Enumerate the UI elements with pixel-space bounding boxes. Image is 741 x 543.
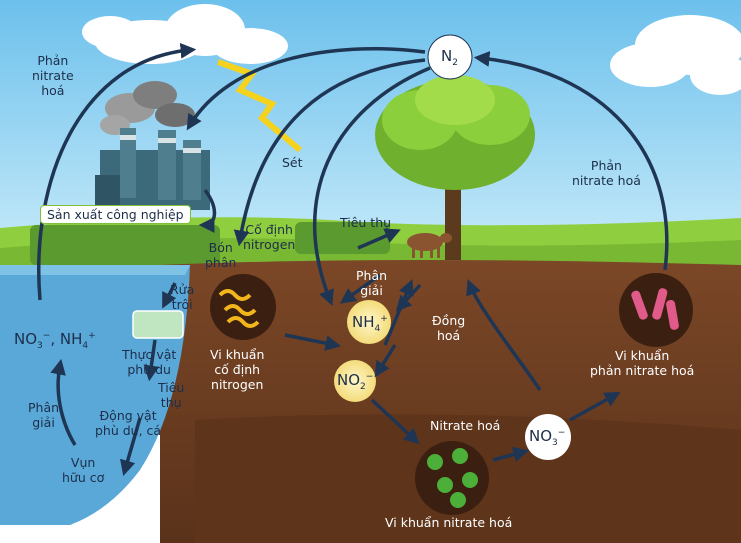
label-tieu-thu-top: Tiêu thụ xyxy=(340,215,392,230)
label-dong-hoa: Đồng hoá xyxy=(432,313,466,343)
formula-n2: N2 xyxy=(441,47,458,68)
label-co-dinh: Cố định nitrogen xyxy=(243,222,296,252)
formula-no3: NO3− xyxy=(529,427,566,448)
cloud-right-icon xyxy=(610,15,741,95)
label-tieu-thu-lake: Tiêu thụ xyxy=(158,380,185,410)
label-dong-vat: Động vật phù du, cá xyxy=(95,408,162,438)
label-phan-nitrate-left: Phản nitrate hoá xyxy=(32,53,74,98)
nitrogen-fixing-bacteria-icon xyxy=(210,274,276,340)
label-phan-giai-mid: Phân giải xyxy=(356,268,388,298)
n2-circle xyxy=(427,34,473,80)
smoke-icon xyxy=(100,81,195,135)
no3-circle xyxy=(525,414,571,460)
tree-icon xyxy=(375,75,535,260)
label-nitrate-hoa: Nitrate hoá xyxy=(430,418,501,433)
crops-left-icon xyxy=(30,225,220,265)
lightning-icon xyxy=(217,59,302,153)
phytoplankton-icon xyxy=(132,310,184,339)
factory-icon xyxy=(95,128,210,210)
cycle-arrows xyxy=(37,43,669,477)
formula-lake: NO3−, NH4+ xyxy=(14,330,96,351)
label-vun: Vụn hữu cơ xyxy=(62,455,105,485)
label-vk-co-dinh: Vi khuẩn cố định nitrogen xyxy=(210,347,265,392)
cow-icon xyxy=(407,233,452,258)
label-vk-phan-nitrate: Vi khuẩn phản nitrate hoá xyxy=(590,348,695,378)
label-set: Sét xyxy=(282,155,303,170)
label-phan-nitrate-right: Phản nitrate hoá xyxy=(572,158,641,188)
formula-no2: NO2− xyxy=(337,371,374,392)
label-san-xuat: Sản xuất công nghiệp xyxy=(40,205,191,224)
no2-circle xyxy=(334,360,376,402)
label-thuc-vat: Thực vật phù du xyxy=(122,347,177,377)
label-bon-phan: Bón phân xyxy=(205,240,237,270)
nh4-circle xyxy=(347,300,391,344)
label-rua-troi: Rửa trôi xyxy=(170,282,195,312)
formula-nh4: NH4+ xyxy=(352,313,388,334)
label-vk-nitrate-hoa: Vi khuẩn nitrate hoá xyxy=(385,515,513,530)
label-phan-giai-left: Phân giải xyxy=(28,400,60,430)
